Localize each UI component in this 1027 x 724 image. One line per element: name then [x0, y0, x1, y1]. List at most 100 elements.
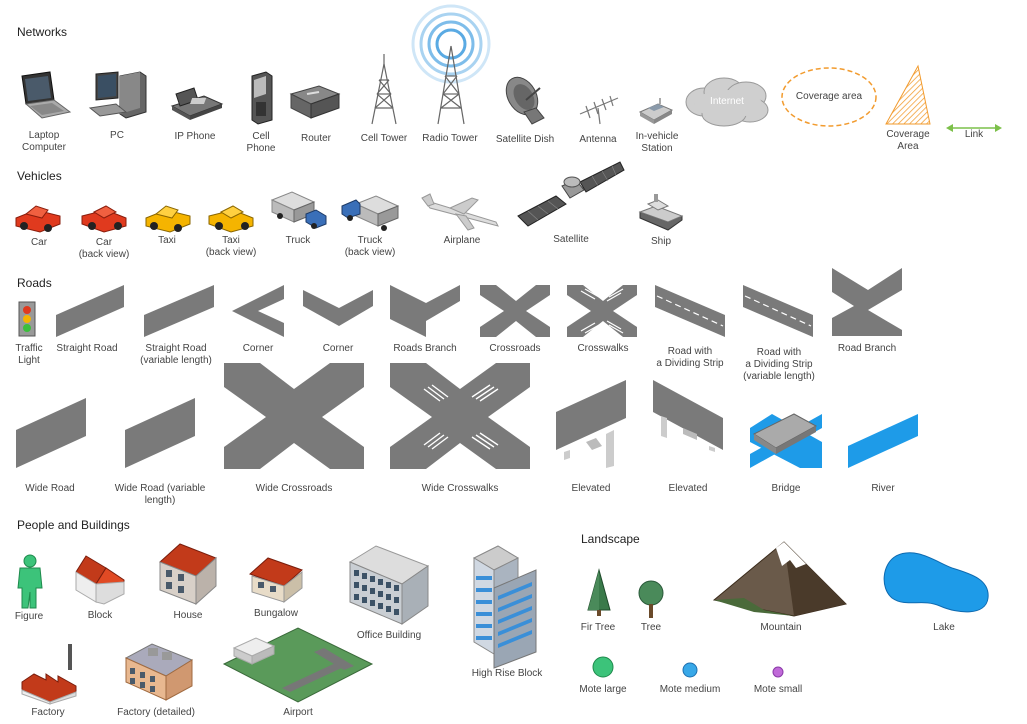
- mountain-label: Mountain: [760, 622, 802, 633]
- section-people-buildings: People and Buildings: [17, 518, 130, 532]
- mote-large-label: Mote large: [579, 684, 627, 695]
- road-branch-icon[interactable]: [832, 268, 904, 338]
- car-label: Car: [30, 237, 48, 248]
- bungalow-label: Bungalow: [254, 608, 298, 619]
- elevated-label-2: Elevated: [668, 483, 708, 494]
- mote-small-label: Mote small: [753, 684, 803, 695]
- lake-label: Lake: [933, 622, 955, 633]
- road-dividing-strip-variable-icon[interactable]: [743, 285, 815, 337]
- coverage-area-ellipse-icon[interactable]: [780, 66, 878, 128]
- taxi-back-label: Taxi (back view): [205, 235, 257, 258]
- mote-small-icon[interactable]: [772, 666, 784, 678]
- wide-road-variable-label: Wide Road (variable length): [114, 483, 206, 506]
- traffic-light-label: Traffic Light: [15, 343, 43, 366]
- wide-crosswalks-icon[interactable]: [390, 363, 532, 471]
- crossroads-label: Crossroads: [489, 343, 541, 354]
- roads-branch-label: Roads Branch: [393, 343, 457, 354]
- truck-back-label: Truck (back view): [344, 235, 396, 258]
- corner-icon[interactable]: [232, 285, 286, 337]
- link-label: Link: [964, 129, 984, 140]
- high-rise-block-icon[interactable]: [470, 544, 542, 670]
- internet-label: Internet: [710, 96, 744, 107]
- bridge-label: Bridge: [771, 483, 801, 494]
- fir-tree-icon[interactable]: [586, 568, 612, 618]
- mote-medium-label: Mote medium: [659, 684, 721, 695]
- internet-cloud-icon[interactable]: [684, 74, 772, 130]
- corner-2-icon[interactable]: [303, 290, 375, 336]
- corner-label-1: Corner: [242, 343, 274, 354]
- wide-crossroads-label: Wide Crossroads: [255, 483, 333, 494]
- mountain-icon[interactable]: [712, 540, 848, 618]
- coverage-area-label: Coverage Area: [886, 129, 930, 152]
- corner-label-2: Corner: [322, 343, 354, 354]
- block-icon[interactable]: [74, 554, 126, 606]
- ip-phone-label: IP Phone: [174, 131, 216, 142]
- wide-road-label: Wide Road: [25, 483, 75, 494]
- wide-road-icon[interactable]: [16, 398, 88, 470]
- radio-tower-icon[interactable]: [410, 4, 492, 126]
- car-icon[interactable]: [14, 202, 64, 233]
- house-icon[interactable]: [156, 542, 220, 608]
- car-back-icon[interactable]: [80, 202, 130, 233]
- wide-crossroads-icon[interactable]: [224, 363, 366, 471]
- roads-branch-icon[interactable]: [390, 285, 462, 337]
- truck-icon[interactable]: [270, 191, 328, 232]
- ship-label: Ship: [650, 236, 672, 247]
- satellite-icon[interactable]: [516, 160, 626, 230]
- block-label: Block: [87, 610, 113, 621]
- lake-icon[interactable]: [882, 550, 992, 616]
- airport-icon[interactable]: [222, 626, 374, 704]
- laptop-icon[interactable]: [14, 71, 74, 124]
- router-icon[interactable]: [289, 84, 343, 124]
- satellite-dish-icon[interactable]: [500, 76, 550, 128]
- airport-label: Airport: [283, 707, 313, 718]
- radio-tower-label: Radio Tower: [422, 133, 478, 144]
- straight-road-variable-label: Straight Road (variable length): [140, 343, 212, 366]
- mote-medium-icon[interactable]: [682, 662, 698, 678]
- wide-road-variable-icon[interactable]: [125, 398, 197, 470]
- link-icon[interactable]: [946, 122, 1002, 134]
- crosswalks-icon[interactable]: [567, 285, 639, 337]
- cell-phone-icon[interactable]: [248, 71, 276, 126]
- crossroads-icon[interactable]: [480, 285, 552, 337]
- road-dividing-strip-icon[interactable]: [655, 285, 727, 337]
- river-icon[interactable]: [848, 414, 920, 470]
- straight-road-icon[interactable]: [56, 285, 126, 337]
- wide-crosswalks-label: Wide Crosswalks: [421, 483, 499, 494]
- satellite-dish-label: Satellite Dish: [495, 134, 555, 145]
- airplane-icon[interactable]: [420, 193, 502, 234]
- crosswalks-label: Crosswalks: [577, 343, 629, 354]
- factory-detailed-icon[interactable]: [122, 640, 194, 702]
- pc-icon[interactable]: [86, 71, 150, 124]
- elevated-icon-1[interactable]: [556, 380, 628, 470]
- coverage-area-triangle-icon[interactable]: [884, 64, 932, 126]
- truck-label: Truck: [285, 235, 311, 246]
- straight-road-variable-icon[interactable]: [144, 285, 216, 337]
- section-vehicles: Vehicles: [17, 169, 62, 183]
- section-landscape: Landscape: [581, 532, 640, 546]
- elevated-label-1: Elevated: [571, 483, 611, 494]
- bungalow-icon[interactable]: [248, 556, 306, 604]
- traffic-light-icon[interactable]: [17, 300, 39, 340]
- taxi-icon[interactable]: [144, 202, 194, 233]
- ip-phone-icon[interactable]: [168, 82, 226, 124]
- tree-icon[interactable]: [636, 580, 666, 620]
- office-building-icon[interactable]: [348, 544, 430, 626]
- satellite-label: Satellite: [553, 234, 589, 245]
- figure-icon[interactable]: [14, 554, 44, 610]
- factory-icon[interactable]: [20, 642, 80, 705]
- ship-icon[interactable]: [638, 192, 684, 232]
- road-dividing-strip-label: Road with a Dividing Strip: [656, 346, 724, 369]
- cell-tower-label: Cell Tower: [360, 133, 408, 144]
- antenna-icon[interactable]: [578, 92, 622, 126]
- bridge-icon[interactable]: [750, 413, 824, 470]
- taxi-back-icon[interactable]: [207, 202, 257, 233]
- taxi-label: Taxi: [158, 235, 176, 246]
- in-vehicle-station-icon[interactable]: [638, 98, 674, 126]
- high-rise-block-label: High Rise Block: [471, 668, 543, 679]
- elevated-icon-2[interactable]: [653, 380, 725, 470]
- cell-tower-icon[interactable]: [368, 54, 400, 126]
- factory-detailed-label: Factory (detailed): [117, 707, 195, 718]
- truck-back-icon[interactable]: [340, 194, 400, 234]
- mote-large-icon[interactable]: [592, 656, 614, 678]
